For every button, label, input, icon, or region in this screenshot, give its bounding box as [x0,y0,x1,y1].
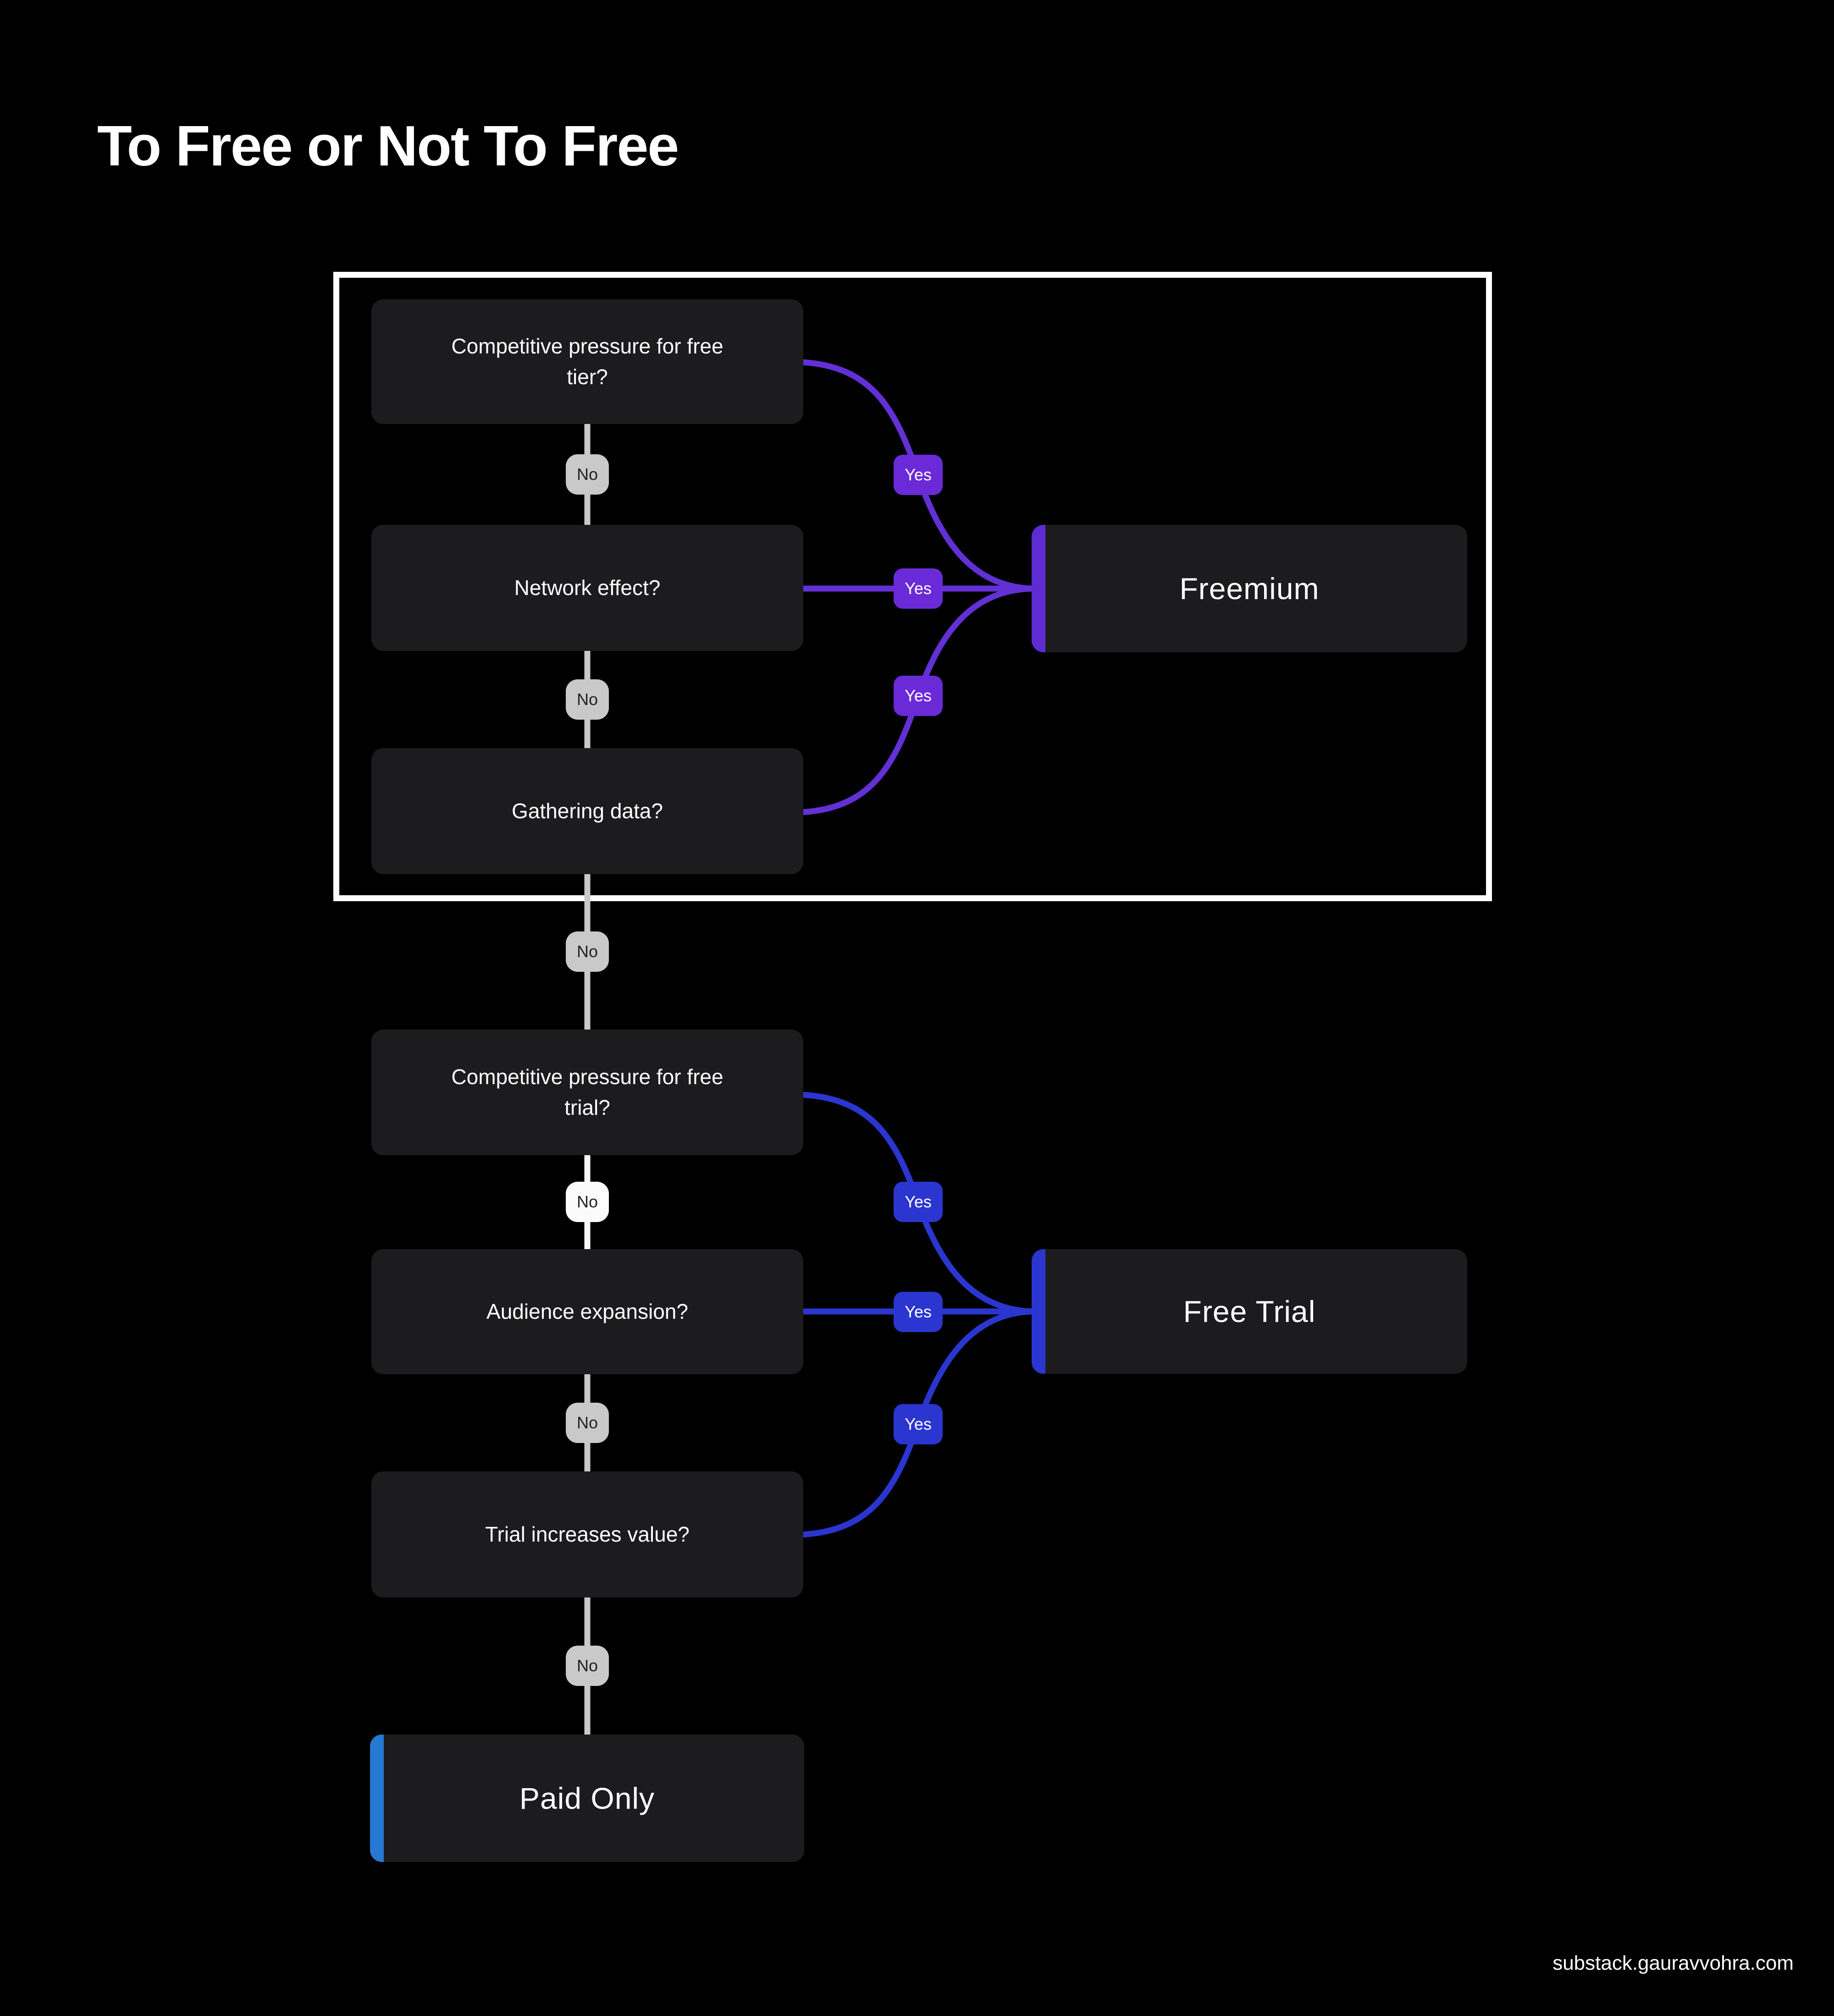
free-trial-accent-bar [1032,1249,1045,1374]
no-pill-3: No [566,931,609,972]
question-label: Trial increases value? [485,1522,690,1547]
question-competitive-pressure-free-tier: Competitive pressure for free tier? [371,299,803,424]
no-pill-1: No [566,454,609,495]
question-label: Network effect? [514,576,661,600]
footer-url: substack.gauravvohra.com [1552,1952,1794,1974]
question-network-effect: Network effect? [371,525,803,651]
result-label: Free Trial [1183,1294,1316,1328]
result-free-trial: Free Trial [1032,1249,1467,1374]
yes-badge-free-trial-3: Yes [894,1404,943,1444]
yes-badge-freemium-1: Yes [894,455,943,495]
no-pill-6: No [566,1646,609,1686]
question-audience-expansion: Audience expansion? [371,1249,803,1374]
question-label: Gathering data? [512,799,663,823]
question-gathering-data: Gathering data? [371,748,803,874]
question-label: Audience expansion? [486,1300,688,1324]
page-title: To Free or Not To Free [97,115,679,178]
yes-badge-free-trial-1: Yes [894,1182,943,1222]
result-freemium: Freemium [1032,525,1467,652]
question-label: Competitive pressure for free trial? [451,1065,724,1119]
freemium-group-frame [333,272,1492,901]
no-pill-4: No [566,1182,609,1222]
question-trial-increases-value: Trial increases value? [371,1471,803,1597]
question-competitive-pressure-free-trial: Competitive pressure for free trial? [371,1030,803,1155]
result-label: Paid Only [519,1781,655,1815]
question-label: Competitive pressure for free tier? [451,334,724,389]
freemium-accent-bar [1032,525,1045,652]
result-label: Freemium [1179,572,1320,606]
no-pill-5: No [566,1403,609,1443]
result-paid-only: Paid Only [370,1735,804,1862]
yes-badge-freemium-3: Yes [894,676,943,716]
paid-only-accent-bar [370,1735,384,1862]
no-pill-2: No [566,679,609,720]
yes-badge-free-trial-2: Yes [894,1292,943,1332]
yes-badge-freemium-2: Yes [894,568,943,609]
